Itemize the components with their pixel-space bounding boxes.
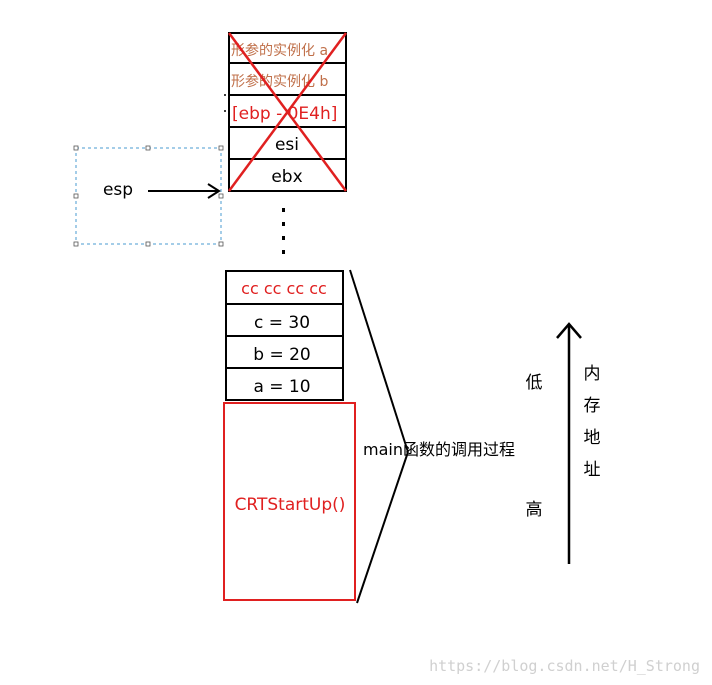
stack-cell xyxy=(225,303,344,337)
address-arrow xyxy=(556,322,582,564)
address-title-char: 址 xyxy=(584,460,601,480)
stack-cell-text: esi xyxy=(275,135,299,155)
address-title-char: 存 xyxy=(584,396,601,416)
watermark: https://blog.csdn.net/H_Strong xyxy=(429,657,700,675)
stack-cell-text: a = 10 xyxy=(253,377,310,397)
stack-top: 形参的实例化 a 形参的实例化 b [ebp - 0E4h] esi ebx xyxy=(224,32,348,192)
stack-cell-text: cc cc cc cc xyxy=(241,279,327,298)
stack-cell xyxy=(228,62,347,96)
stack-continuation-dots xyxy=(282,208,285,254)
cross-out-mark xyxy=(227,32,348,192)
stack-cell-text: c = 30 xyxy=(254,313,310,333)
esp-label: esp xyxy=(103,180,133,200)
stack-cell xyxy=(225,335,344,369)
stack-cell-text: 形参的实例化 a xyxy=(231,42,328,59)
stack-cell-text: 形参的实例化 b xyxy=(231,73,328,90)
stack-cell-text: b = 20 xyxy=(253,345,310,365)
address-high-label: 高 xyxy=(526,500,543,520)
stack-cell-text: ebx xyxy=(271,167,302,187)
address-low-label: 低 xyxy=(526,373,543,393)
stack-bottom: cc cc cc cc c = 30 b = 20 a = 10 xyxy=(225,270,344,401)
crt-startup-label: CRTStartUp() xyxy=(235,495,346,515)
esp-arrow xyxy=(148,183,221,199)
address-title-char: 地 xyxy=(584,428,601,448)
address-title-char: 内 xyxy=(584,364,601,384)
crt-startup-box: CRTStartUp() xyxy=(223,402,356,601)
stack-cell xyxy=(225,367,344,401)
esp-selection-frame[interactable] xyxy=(73,145,224,247)
call-bracket xyxy=(349,269,409,604)
call-process-label: main函数的调用过程 xyxy=(363,440,515,459)
stack-cell xyxy=(225,270,344,305)
